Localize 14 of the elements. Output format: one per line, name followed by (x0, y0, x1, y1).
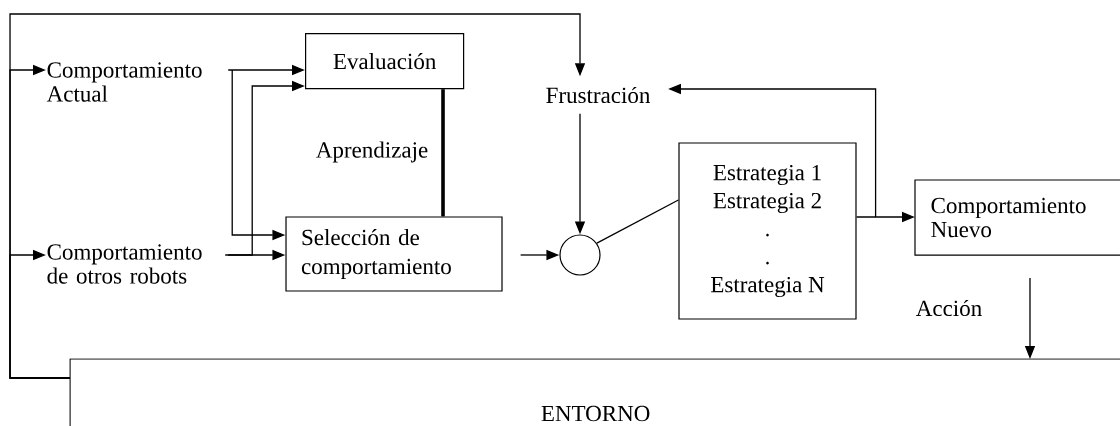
text-label: Comportamiento de otros robots (47, 244, 202, 284)
edge-label: Acción (913, 297, 985, 319)
edge-label: Aprendizaje (313, 139, 431, 165)
connector-line (596, 199, 680, 244)
arrow (9, 249, 71, 379)
process-box: Selección de comportamiento (285, 216, 503, 292)
strategy-box: Estrategia 1 Estrategia 2 . . Estrategia N (678, 142, 857, 320)
connector-line (441, 89, 445, 217)
text-label: Comportamiento Actual (46, 62, 202, 102)
environment-box: ENTORNO (69, 358, 1120, 426)
process-box: Evaluación (305, 33, 465, 90)
summing-circle (559, 234, 601, 276)
text-label: Frustración (546, 86, 651, 104)
process-box: Comportamiento Nuevo (914, 179, 1120, 256)
